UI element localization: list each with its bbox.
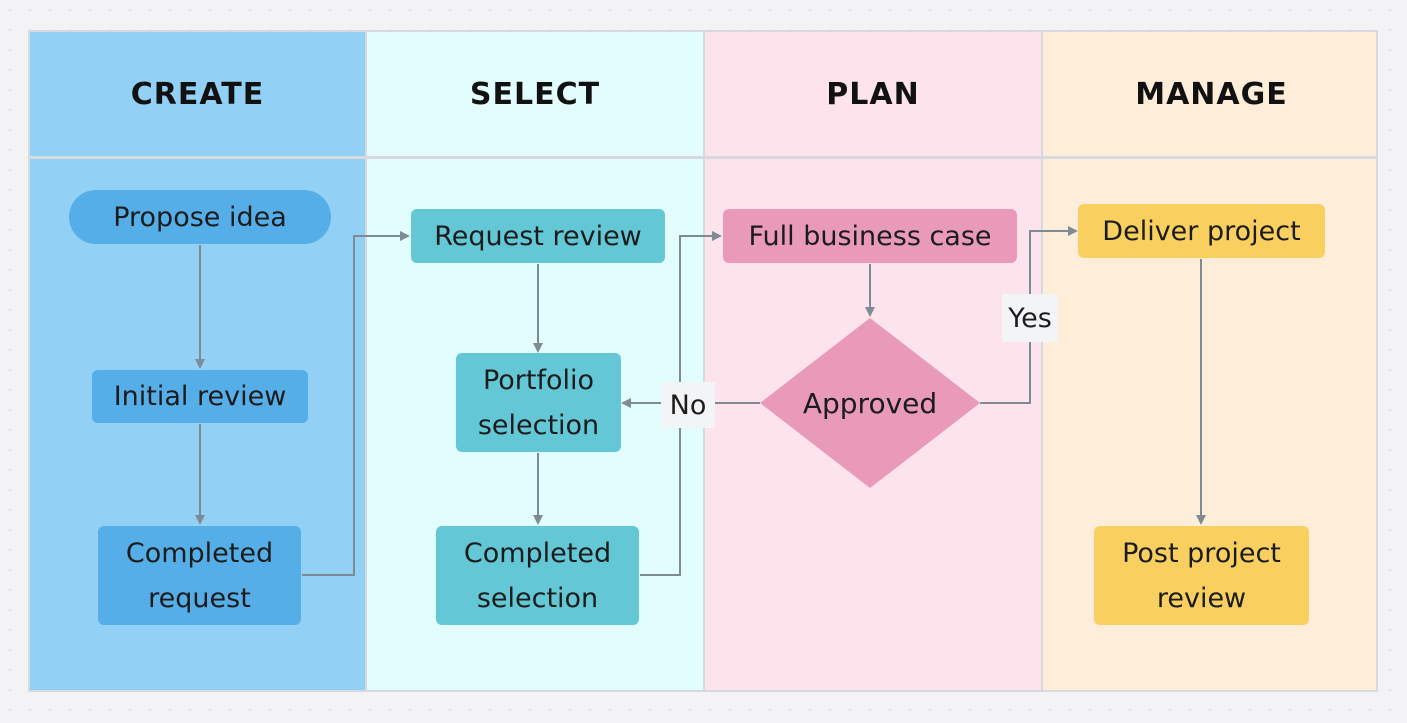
initial-review-node[interactable]: Initial review xyxy=(92,370,308,423)
request-review-node[interactable]: Request review xyxy=(411,209,665,263)
propose-idea-node[interactable]: Propose idea xyxy=(69,190,331,244)
lane-create-title: CREATE xyxy=(30,32,365,159)
lane-plan-title: PLAN xyxy=(705,32,1041,159)
lane-manage-title: MANAGE xyxy=(1043,32,1376,159)
completed-request-node[interactable]: Completed request xyxy=(98,526,301,625)
approved-diamond xyxy=(760,318,980,488)
edge-label-yes: Yes xyxy=(1002,294,1058,342)
connector-request-to-request-review xyxy=(302,231,410,576)
deliver-project-node[interactable]: Deliver project xyxy=(1078,204,1325,258)
edge-label-no: No xyxy=(661,382,715,428)
post-project-review-node[interactable]: Post project review xyxy=(1094,526,1309,625)
approved-decision-label[interactable]: Approved xyxy=(802,386,938,420)
completed-selection-node[interactable]: Completed selection xyxy=(436,526,639,625)
full-business-case-node[interactable]: Full business case xyxy=(723,209,1017,263)
portfolio-selection-node[interactable]: Portfolio selection xyxy=(456,353,621,452)
lane-select-title: SELECT xyxy=(367,32,703,159)
